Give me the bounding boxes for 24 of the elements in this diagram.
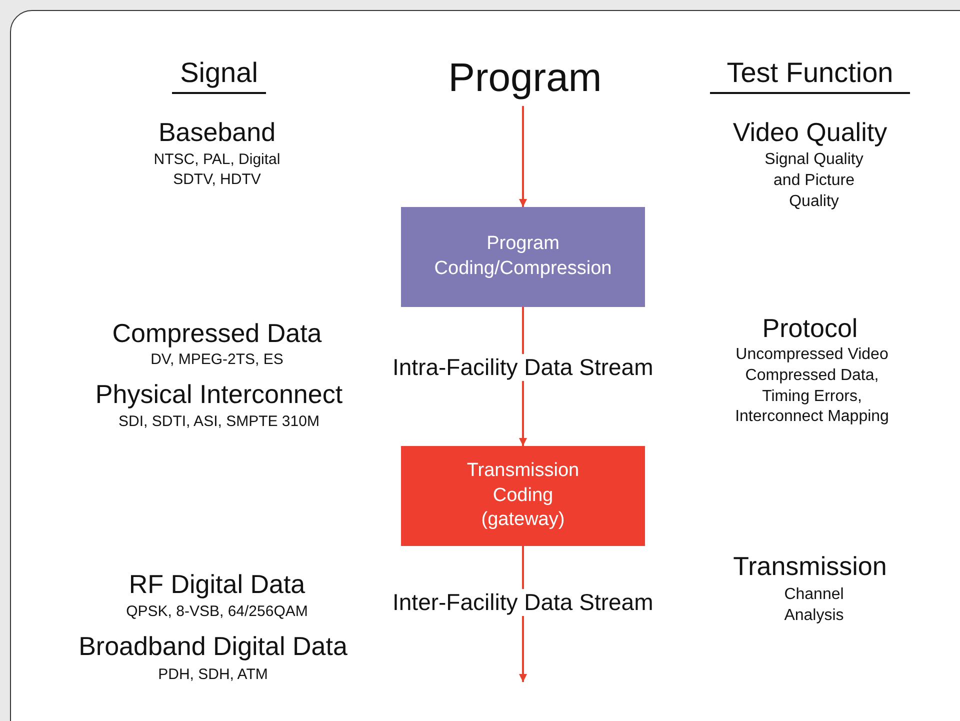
process-box — [401, 446, 645, 546]
column-heading: Signal — [179, 56, 259, 90]
box-text: Program Coding/Compression — [433, 232, 613, 281]
box-text: Transmission Coding (gateway) — [466, 458, 580, 532]
category-heading: RF Digital Data — [128, 568, 306, 601]
process-box — [401, 207, 645, 307]
arrow — [519, 106, 527, 207]
category-detail: SDI, SDTI, ASI, SMPTE 310M — [118, 412, 320, 432]
category-detail: NTSC, PAL, Digital SDTV, HDTV — [152, 150, 282, 189]
category-heading: Physical Interconnect — [94, 378, 344, 411]
category-detail: Uncompressed Video Compressed Data, Timing Errors, Interconnect Mapping — [734, 345, 890, 428]
category-heading: Compressed Data — [111, 317, 323, 350]
category-heading: Baseband — [157, 116, 277, 149]
category-heading: Broadband Digital Data — [78, 630, 348, 663]
title-text: Program — [425, 52, 625, 104]
category-detail: Signal Quality and Picture Quality — [764, 150, 864, 212]
category-detail: PDH, SDH, ATM — [157, 665, 269, 684]
column-heading: Test Function — [726, 56, 894, 90]
category-heading: Video Quality — [732, 116, 888, 149]
category-heading: Transmission — [732, 550, 888, 583]
category-detail: Channel Analysis — [783, 585, 845, 626]
category-detail: QPSK, 8-VSB, 64/256QAM — [125, 602, 309, 622]
category-detail: DV, MPEG-2TS, ES — [150, 350, 284, 370]
category-heading: Protocol — [761, 312, 859, 345]
